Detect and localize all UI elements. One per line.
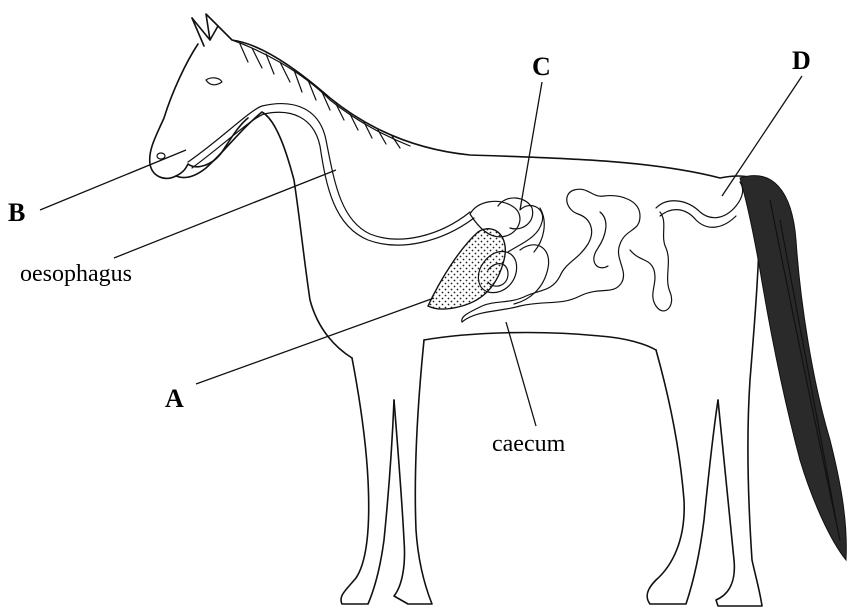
leader-c: [520, 82, 542, 210]
label-c: C: [532, 54, 551, 80]
stomach-organ: [428, 229, 505, 309]
oesophagus-tube: [188, 104, 474, 246]
label-caecum: caecum: [492, 432, 565, 456]
leader-a: [196, 298, 434, 384]
label-a: A: [165, 386, 184, 412]
leader-caecum: [506, 322, 536, 426]
label-b: B: [8, 200, 25, 226]
label-d: D: [792, 48, 811, 74]
label-oesophagus: oesophagus: [20, 262, 132, 286]
horse-outline: [150, 14, 762, 606]
tail: [740, 176, 846, 560]
leader-b: [40, 150, 186, 210]
